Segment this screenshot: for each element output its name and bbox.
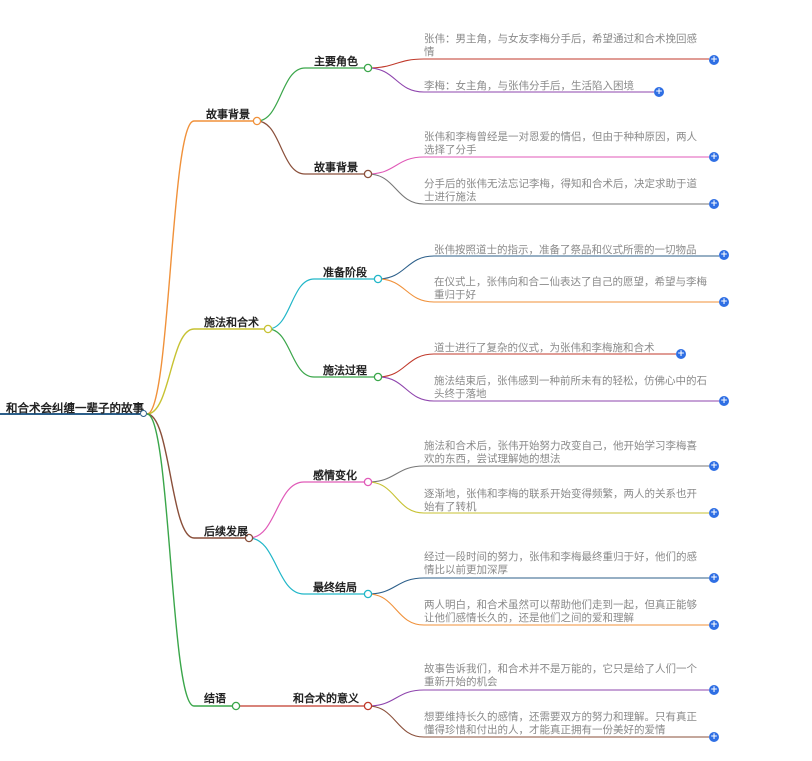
branch-connector (146, 413, 195, 539)
leaf-connector (377, 255, 435, 280)
branch-casting-spell[interactable]: 施法和合术 (204, 316, 259, 329)
sub-dot[interactable] (373, 274, 383, 284)
sub-dot[interactable] (363, 701, 373, 711)
expand-plus-icon[interactable]: + (709, 685, 719, 695)
branch-connector (146, 328, 195, 415)
sub-final-ending[interactable]: 最终结局 (313, 581, 357, 594)
leaf-text: 在仪式上，张伟向和合二仙表达了自己的愿望，希望与李梅重归于好 (434, 276, 707, 301)
expand-plus-icon[interactable]: + (709, 573, 719, 583)
sub-connector (248, 481, 305, 539)
expand-plus-icon[interactable]: + (654, 87, 664, 97)
branch-story-background[interactable]: 故事背景 (206, 108, 250, 121)
leaf-connector (377, 353, 435, 378)
branch-dot[interactable] (252, 116, 262, 126)
expand-plus-icon[interactable]: + (709, 732, 719, 742)
sub-main-characters[interactable]: 主要角色 (314, 55, 358, 68)
leaf-connector (367, 577, 425, 595)
sub-dot[interactable] (363, 169, 373, 179)
leaf-connector (377, 376, 435, 402)
leaf-text: 张伟按照道士的指示，准备了祭品和仪式所需的一切物品 (434, 244, 697, 256)
leaf-connector (367, 156, 425, 175)
leaf-connector (367, 705, 425, 738)
leaf-connector (367, 593, 425, 626)
leaf-text: 道士进行了复杂的仪式，为张伟和李梅施和合术 (434, 342, 655, 354)
leaf-text: 施法结束后，张伟感到一种前所未有的轻松，仿佛心中的石头终于落地 (434, 375, 707, 400)
branch-follow-up[interactable]: 后续发展 (204, 525, 248, 538)
root-node-dot[interactable] (140, 410, 147, 417)
sub-connector (248, 537, 305, 595)
leaf-connector (367, 481, 425, 514)
sub-connector (267, 278, 315, 330)
expand-plus-icon[interactable]: + (719, 250, 729, 260)
leaf-text: 张伟：男主角，与女友李梅分手后，希望通过和合术挽回感情 (424, 33, 697, 58)
branch-conclusion[interactable]: 结语 (204, 692, 226, 705)
expand-plus-icon[interactable]: + (709, 620, 719, 630)
leaf-text: 经过一段时间的努力，张伟和李梅最终重归于好，他们的感情比以前更加深厚 (424, 551, 697, 576)
expand-plus-icon[interactable]: + (709, 55, 719, 65)
leaf-connector (367, 173, 425, 205)
leaf-text: 李梅：女主角，与张伟分手后，生活陷入困境 (424, 80, 634, 92)
expand-plus-icon[interactable]: + (719, 396, 729, 406)
leaf-text: 张伟和李梅曾经是一对恩爱的情侣，但由于种种原因，两人选择了分手 (424, 131, 697, 156)
sub-dot[interactable] (363, 63, 373, 73)
leaf-text: 两人明白，和合术虽然可以帮助他们走到一起，但真正能够让他们感情长久的，还是他们之… (424, 599, 697, 624)
expand-plus-icon[interactable]: + (709, 152, 719, 162)
expand-plus-icon[interactable]: + (676, 349, 686, 359)
sub-connector (256, 67, 306, 122)
branch-dot[interactable] (231, 701, 241, 711)
leaf-connector (367, 465, 425, 483)
leaf-connector (367, 58, 425, 69)
sub-connector (256, 120, 306, 175)
expand-plus-icon[interactable]: + (719, 297, 729, 307)
sub-preparation[interactable]: 准备阶段 (323, 266, 367, 279)
sub-dot[interactable] (363, 589, 373, 599)
leaf-connector (367, 689, 425, 707)
branch-connector (146, 120, 195, 415)
leaf-text: 逐渐地，张伟和李梅的联系开始变得频繁，两人的关系也开始有了转机 (424, 488, 697, 513)
sub-meaning[interactable]: 和合术的意义 (293, 692, 359, 705)
leaf-text: 施法和合术后，张伟开始努力改变自己，他开始学习李梅喜欢的东西，尝试理解她的想法 (424, 440, 697, 465)
sub-connector (267, 328, 315, 378)
branch-dot[interactable] (263, 324, 273, 334)
sub-dot[interactable] (373, 372, 383, 382)
leaf-text: 分手后的张伟无法忘记李梅，得知和合术后，决定求助于道士进行施法 (424, 178, 697, 203)
leaf-connector (367, 67, 425, 93)
sub-dot[interactable] (363, 477, 373, 487)
branch-connector (146, 413, 195, 707)
sub-emotional-change[interactable]: 感情变化 (313, 469, 357, 482)
leaf-text: 故事告诉我们，和合术并不是万能的，它只是给了人们一个重新开始的机会 (424, 663, 697, 688)
branch-dot[interactable] (244, 533, 254, 543)
root-node-label[interactable]: 和合术会纠缠一辈子的故事 (6, 401, 144, 415)
leaf-connector (377, 278, 435, 303)
expand-plus-icon[interactable]: + (709, 508, 719, 518)
expand-plus-icon[interactable]: + (709, 199, 719, 209)
sub-casting-process[interactable]: 施法过程 (323, 364, 367, 377)
leaf-text: 想要维持长久的感情，还需要双方的努力和理解。只有真正懂得珍惜和付出的人，才能真正… (424, 711, 697, 736)
expand-plus-icon[interactable]: + (709, 461, 719, 471)
sub-background[interactable]: 故事背景 (314, 161, 358, 174)
